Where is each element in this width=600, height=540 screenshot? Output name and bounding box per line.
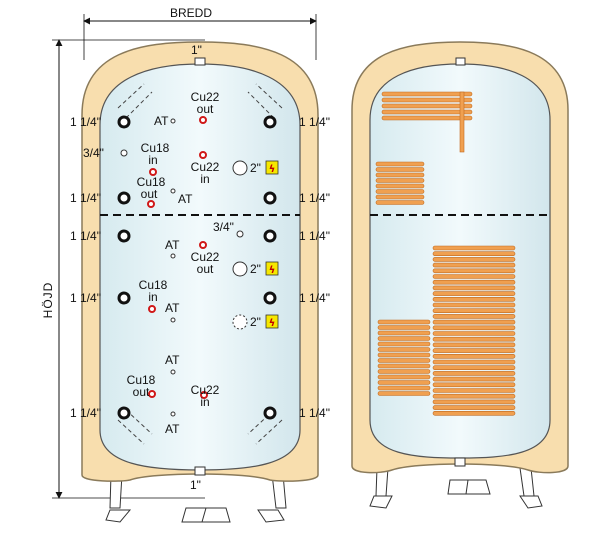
label-at-3: AT bbox=[165, 238, 180, 252]
label-left-1: 1 1/4" bbox=[70, 115, 101, 129]
svg-text:Cu22: Cu22 bbox=[191, 160, 220, 174]
heater-sockets[interactable]: ϟ ϟ ϟ bbox=[232, 160, 279, 330]
svg-text:out: out bbox=[197, 102, 214, 116]
heater-socket-1 bbox=[232, 160, 248, 176]
port-left-2 bbox=[117, 191, 131, 205]
svg-text:ϟ: ϟ bbox=[269, 318, 276, 329]
coil-drawings bbox=[375, 91, 516, 416]
svg-text:Cu18: Cu18 bbox=[139, 278, 168, 292]
svg-text:Cu22: Cu22 bbox=[191, 383, 220, 397]
coil-top-riser bbox=[459, 91, 465, 153]
svg-text:2": 2" bbox=[250, 262, 261, 276]
tank-left: ϟ ϟ ϟ 1" 1" 1 1/4" 1 1/4" 1 1/4" 1 1/4" … bbox=[70, 41, 330, 523]
heater-socket-3 bbox=[232, 314, 248, 330]
label-right-5: 1 1/4" bbox=[299, 406, 330, 420]
svg-text:out: out bbox=[133, 385, 150, 399]
port-left-4 bbox=[117, 291, 131, 305]
svg-text:in: in bbox=[148, 290, 157, 304]
svg-text:ϟ: ϟ bbox=[269, 164, 276, 175]
top-socket[interactable] bbox=[194, 57, 206, 66]
bolt-icon: ϟ bbox=[265, 160, 279, 175]
label-right-2: 1 1/4" bbox=[299, 191, 330, 205]
coil-labels: Cu22 out Cu18 in Cu22 in Cu18 out Cu22 o… bbox=[127, 90, 220, 409]
label-right-4: 1 1/4" bbox=[299, 291, 330, 305]
label-at-6: AT bbox=[165, 422, 180, 436]
heater-socket-2 bbox=[232, 261, 248, 277]
port-right-3 bbox=[263, 229, 277, 243]
svg-text:out: out bbox=[197, 262, 214, 276]
svg-text:in: in bbox=[200, 172, 209, 186]
sensor-labels: AT AT AT AT AT AT bbox=[154, 114, 193, 436]
tank-left-vessel bbox=[99, 63, 301, 471]
label-left-3: 1 1/4" bbox=[70, 229, 101, 243]
side-ports[interactable] bbox=[117, 115, 277, 420]
svg-text:in: in bbox=[148, 153, 157, 167]
width-dimension: BREDD bbox=[83, 6, 317, 60]
port-left-3 bbox=[117, 229, 131, 243]
svg-text:Cu22: Cu22 bbox=[191, 90, 220, 104]
label-at-1: AT bbox=[154, 114, 169, 128]
label-at-4: AT bbox=[165, 301, 180, 315]
height-dimension: HÖJD bbox=[41, 39, 205, 499]
coil-top bbox=[381, 91, 473, 121]
connection-labels: 1" 1" 1 1/4" 1 1/4" 1 1/4" 1 1/4" 1 1/4"… bbox=[70, 43, 330, 492]
heater-labels: 2" 2" 2" bbox=[250, 161, 261, 329]
sensor-sockets[interactable] bbox=[120, 118, 244, 417]
label-bottom-socket: 1" bbox=[190, 478, 201, 492]
port-right-2 bbox=[263, 191, 277, 205]
label-left-5: 1 1/4" bbox=[70, 406, 101, 420]
bolt-icon: ϟ bbox=[265, 314, 279, 329]
label-at-5: AT bbox=[165, 353, 180, 367]
svg-text:Cu18: Cu18 bbox=[127, 373, 156, 387]
width-label: BREDD bbox=[170, 6, 212, 20]
label-right-1: 1 1/4" bbox=[299, 115, 330, 129]
coil-lower-center bbox=[432, 245, 516, 416]
coil-lower-left bbox=[377, 319, 431, 396]
svg-text:2": 2" bbox=[250, 161, 261, 175]
bottom-socket[interactable] bbox=[194, 466, 206, 476]
label-mid-small: 3/4" bbox=[213, 220, 234, 234]
label-at-2: AT bbox=[178, 192, 193, 206]
dip-pipes-top bbox=[117, 83, 283, 445]
svg-text:Cu22: Cu22 bbox=[191, 250, 220, 264]
port-right-4 bbox=[263, 291, 277, 305]
svg-text:in: in bbox=[200, 395, 209, 409]
svg-text:Cu18: Cu18 bbox=[141, 141, 170, 155]
height-label: HÖJD bbox=[41, 282, 55, 319]
svg-text:ϟ: ϟ bbox=[269, 265, 276, 276]
label-right-3: 1 1/4" bbox=[299, 229, 330, 243]
label-left-small: 3/4" bbox=[83, 146, 104, 160]
svg-text:out: out bbox=[141, 187, 158, 201]
label-left-2: 1 1/4" bbox=[70, 191, 101, 205]
tank-right bbox=[351, 41, 569, 509]
coil-upper-left bbox=[375, 161, 425, 205]
svg-text:2": 2" bbox=[250, 315, 261, 329]
port-right-5 bbox=[263, 406, 277, 420]
label-top-socket: 1" bbox=[191, 43, 202, 57]
port-left-1 bbox=[117, 115, 131, 129]
coil-ports[interactable] bbox=[147, 116, 208, 399]
svg-text:Cu18: Cu18 bbox=[137, 175, 166, 189]
port-right-1 bbox=[263, 115, 277, 129]
port-left-5 bbox=[117, 406, 131, 420]
label-left-4: 1 1/4" bbox=[70, 291, 101, 305]
bolt-icon: ϟ bbox=[265, 261, 279, 276]
